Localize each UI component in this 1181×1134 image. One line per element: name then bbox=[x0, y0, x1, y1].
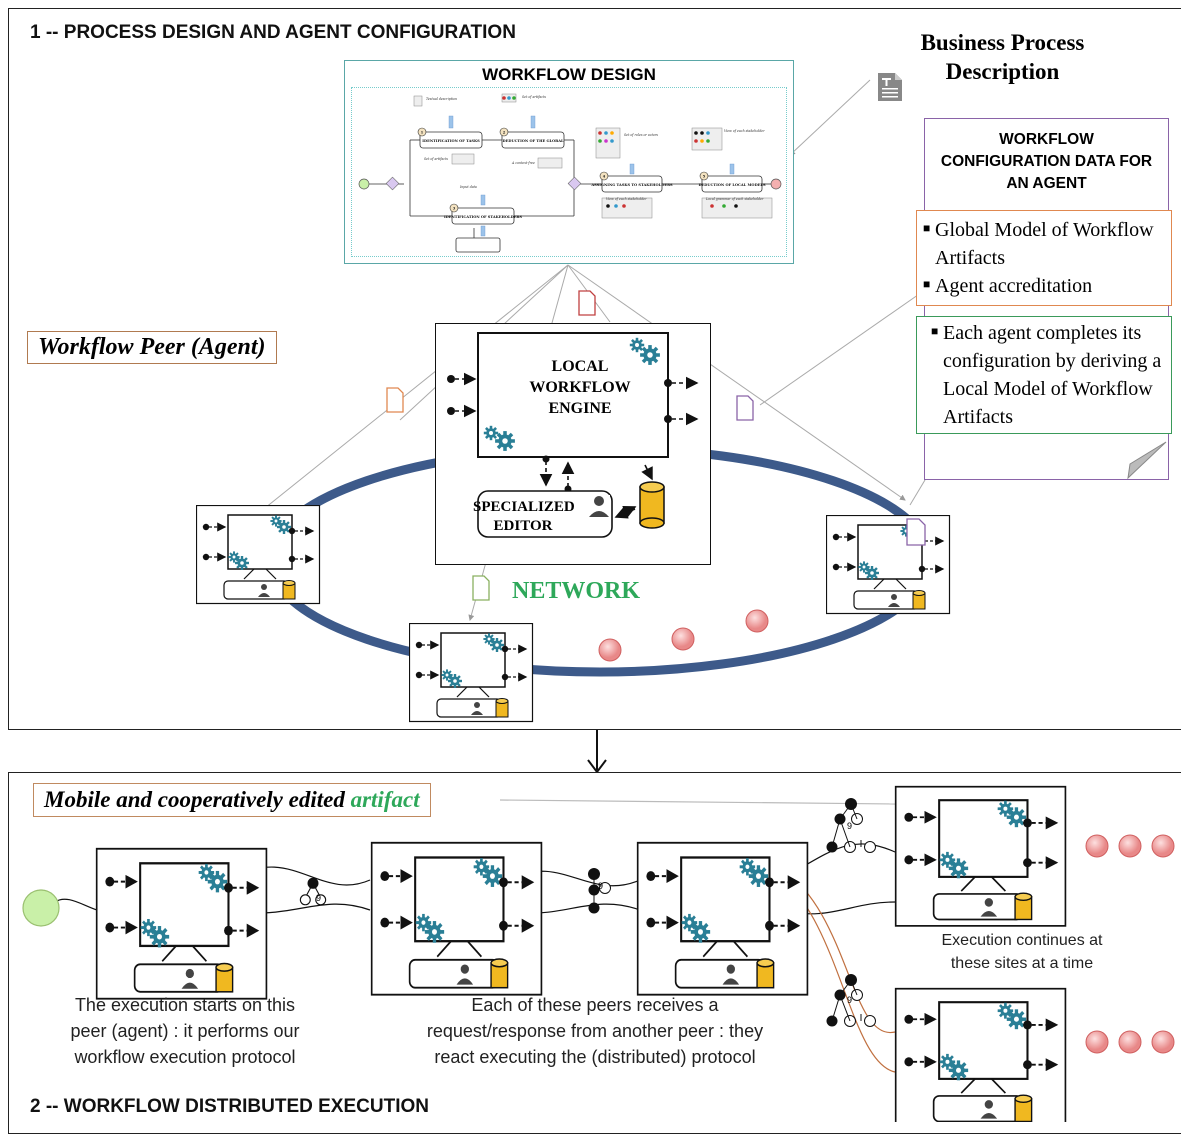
step4-label: ASSIGNING TASKS TO STAKEHOLDERS bbox=[590, 183, 673, 187]
doc-icon-purple-small bbox=[906, 518, 926, 546]
svg-text:View of each stakeholder: View of each stakeholder bbox=[724, 129, 765, 133]
bpmn-mini-diagram: IDENTIFICATION OF TASKS DEDUCTION OF THE… bbox=[358, 93, 782, 253]
mobile-label-prefix: Mobile and cooperatively edited bbox=[44, 787, 351, 812]
svg-text:2: 2 bbox=[503, 130, 506, 134]
step2-label: DEDUCTION OF THE GLOBAL bbox=[502, 139, 564, 143]
doc-icon-purple bbox=[736, 395, 754, 421]
database-icon bbox=[639, 481, 665, 529]
svg-text:View of each stakeholder: View of each stakeholder bbox=[606, 197, 647, 201]
mobile-artifact-label: Mobile and cooperatively edited artifact bbox=[33, 783, 431, 817]
mobile-label-highlight: artifact bbox=[350, 787, 420, 812]
artifact-tree-2 bbox=[588, 868, 611, 914]
svg-text:4: 4 bbox=[603, 174, 606, 178]
artifact-tree-3 bbox=[826, 798, 876, 853]
svg-text:Input data: Input data bbox=[459, 185, 477, 189]
workflow-design-diagram: IDENTIFICATION OF TASKS DEDUCTION OF THE… bbox=[351, 87, 787, 257]
svg-text:3: 3 bbox=[453, 206, 456, 210]
workflow-peer-label: Workflow Peer (Agent) bbox=[27, 331, 277, 364]
svg-text:Local grammar of each stakehol: Local grammar of each stakeholder bbox=[705, 197, 764, 201]
config-box-global: ■Global Model of Workflow Artifacts ■Age… bbox=[916, 210, 1172, 306]
step3-label: IDENTIFICATION OF STAKEHOLDERS bbox=[444, 215, 522, 219]
caption-continue: Execution continues at these sites at a … bbox=[941, 932, 1103, 972]
svg-text:Set of roles or actors: Set of roles or actors bbox=[624, 133, 658, 137]
network-label: NETWORK bbox=[512, 578, 641, 604]
business-process-text: Business Process Description bbox=[920, 30, 1085, 84]
central-peer-drawing bbox=[447, 332, 699, 538]
doc-icon-red bbox=[578, 290, 596, 316]
section-transition-arrow bbox=[587, 730, 607, 774]
engine-label: LOCAL WORKFLOW ENGINE bbox=[529, 358, 631, 417]
config-box-local: ■ Each agent completes its configuration… bbox=[916, 316, 1172, 434]
caption-start: The execution starts on this peer (agent… bbox=[70, 995, 300, 1067]
svg-text:1: 1 bbox=[421, 130, 424, 134]
peer-left bbox=[196, 505, 321, 605]
business-process-doc-icon bbox=[876, 72, 904, 102]
tree-label-4: 9 bbox=[847, 995, 853, 1005]
config-item-global-model: Global Model of Workflow Artifacts bbox=[935, 219, 1154, 269]
svg-text:5: 5 bbox=[703, 174, 706, 178]
section1-title: 1 -- PROCESS DESIGN AND AGENT CONFIGURAT… bbox=[30, 22, 516, 43]
caption-middle: Each of these peers receives a request/r… bbox=[426, 995, 764, 1067]
editor-label: SPECIALIZED EDITOR bbox=[473, 499, 575, 534]
svg-text:Textual description: Textual description bbox=[426, 97, 457, 101]
tree-label-3: 9 bbox=[847, 821, 853, 831]
section2-title: 2 -- WORKFLOW DISTRIBUTED EXECUTION bbox=[30, 1096, 429, 1117]
config-item-local-model: Each agent completes its configuration b… bbox=[943, 322, 1162, 428]
artifact-tree-4 bbox=[826, 974, 876, 1027]
doc-icon-orange bbox=[386, 387, 404, 413]
section2-diagram bbox=[22, 772, 1175, 1122]
workflow-design-box: WORKFLOW DESIGN bbox=[344, 60, 794, 264]
peer-right bbox=[826, 515, 951, 615]
peer-bottom bbox=[409, 623, 534, 723]
doc-icon-green bbox=[472, 575, 490, 601]
config-item-accreditation: Agent accreditation bbox=[935, 275, 1093, 297]
svg-text:Set of artifacts: Set of artifacts bbox=[424, 157, 448, 161]
start-event bbox=[22, 889, 60, 927]
tree-label-1: 9 bbox=[316, 893, 322, 903]
svg-text:Set of artifacts: Set of artifacts bbox=[522, 95, 546, 99]
ring-tokens bbox=[598, 609, 769, 662]
config-note-title: WORKFLOW CONFIGURATION DATA FOR AN AGENT bbox=[940, 131, 1153, 192]
tree-label-2: 9 bbox=[598, 881, 604, 891]
step5-label: DEDUCTION OF LOCAL MODELS bbox=[698, 183, 765, 187]
note-curl bbox=[1124, 434, 1168, 480]
business-process-label: Business Process Description bbox=[900, 28, 1105, 86]
svg-text:A context-free: A context-free bbox=[511, 161, 535, 165]
artifact-tree-1 bbox=[299, 877, 327, 906]
step1-label: IDENTIFICATION OF TASKS bbox=[422, 139, 480, 143]
workflow-design-title: WORKFLOW DESIGN bbox=[482, 65, 656, 84]
